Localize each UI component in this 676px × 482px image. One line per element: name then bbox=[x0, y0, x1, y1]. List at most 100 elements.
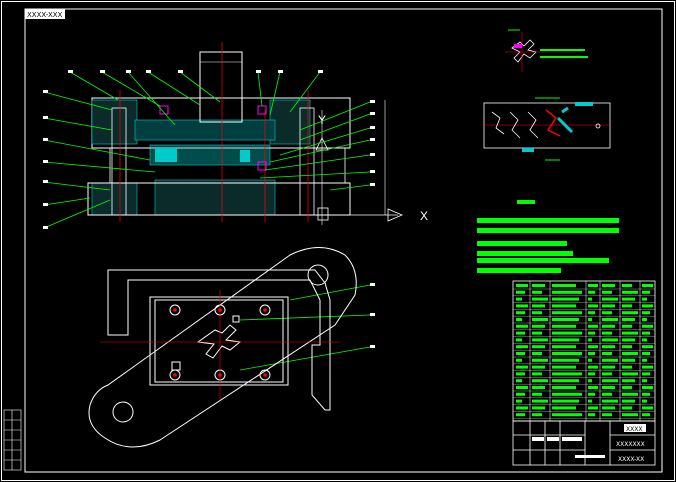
parts-list-cell bbox=[516, 284, 528, 287]
parts-list-cell bbox=[516, 392, 525, 396]
parts-list-cell bbox=[622, 297, 635, 301]
parts-list-cell bbox=[516, 318, 522, 321]
parts-list-cell bbox=[622, 386, 632, 389]
parts-list-cell bbox=[602, 304, 615, 308]
parts-list-cell bbox=[532, 284, 545, 287]
parts-list-cell bbox=[532, 304, 545, 308]
parts-list-cell bbox=[552, 311, 582, 315]
title-block-fill-3 bbox=[562, 437, 582, 441]
binding-strip bbox=[3, 409, 22, 471]
parts-list-cell bbox=[642, 311, 650, 315]
parts-list-cell bbox=[588, 345, 598, 349]
parts-list-cell bbox=[588, 358, 592, 362]
parts-list-cell bbox=[642, 399, 647, 403]
parts-list-cell bbox=[642, 358, 647, 362]
parts-list-cell bbox=[552, 331, 582, 335]
parts-list-cell bbox=[532, 399, 548, 403]
parts-list-cell bbox=[622, 290, 638, 294]
parts-list-cell bbox=[588, 311, 595, 315]
parts-list-cell bbox=[516, 413, 525, 417]
parts-list-cell bbox=[532, 338, 548, 342]
parts-list-cell bbox=[532, 372, 542, 376]
parts-list-cell bbox=[622, 304, 632, 308]
parts-list-cell bbox=[602, 324, 615, 328]
parts-list-cell bbox=[516, 372, 525, 376]
parts-list-cell bbox=[516, 324, 528, 328]
callout-marks bbox=[43, 70, 375, 348]
parts-list-cell bbox=[622, 352, 638, 355]
parts-list-cell bbox=[642, 318, 647, 321]
parts-list-cell bbox=[588, 318, 592, 321]
parts-list-cell bbox=[602, 379, 618, 383]
parts-list-cell bbox=[622, 399, 635, 403]
parts-list-cell bbox=[552, 399, 579, 403]
parts-list-cell bbox=[602, 399, 618, 403]
parts-list-cell bbox=[602, 352, 612, 355]
parts-list-cell bbox=[602, 338, 618, 342]
parts-list-cell bbox=[516, 331, 525, 335]
parts-list-cell bbox=[602, 290, 612, 294]
parts-list-cell bbox=[532, 413, 542, 417]
parts-list-cell bbox=[552, 352, 582, 355]
parts-list-cell bbox=[516, 311, 525, 315]
parts-list-cell bbox=[602, 318, 618, 321]
parts-list-cell bbox=[602, 331, 612, 335]
parts-list-cell bbox=[552, 324, 576, 328]
parts-list-cell bbox=[602, 297, 618, 301]
parts-list-cell bbox=[602, 358, 618, 362]
parts-list-cell bbox=[532, 331, 542, 335]
parts-list-cell bbox=[622, 338, 635, 342]
inner-frame bbox=[24, 8, 663, 473]
parts-list-cell bbox=[552, 358, 579, 362]
parts-list-cell bbox=[642, 297, 647, 301]
parts-list-cell bbox=[642, 406, 653, 410]
parts-list-cell bbox=[532, 318, 548, 321]
parts-list-cell bbox=[552, 338, 579, 342]
parts-list-cell bbox=[532, 392, 542, 396]
parts-list-cell bbox=[588, 386, 598, 389]
parts-list-cell bbox=[622, 379, 635, 383]
axis-label-x: X bbox=[420, 209, 428, 223]
parts-list-cell bbox=[532, 345, 545, 349]
parts-list-cell bbox=[552, 304, 576, 308]
parts-list-cell bbox=[552, 406, 576, 410]
plan-centerlines bbox=[100, 290, 340, 400]
parts-list-cell bbox=[552, 345, 576, 349]
parts-list-cell bbox=[552, 365, 576, 369]
parts-list-cell bbox=[602, 372, 612, 376]
parts-list-cell bbox=[532, 358, 548, 362]
parts-list-cell bbox=[588, 304, 598, 308]
parts-list-cell bbox=[552, 379, 579, 383]
parts-list-cell bbox=[552, 290, 582, 294]
parts-list-cell bbox=[552, 392, 582, 396]
parts-list-cell bbox=[516, 338, 522, 342]
parts-list-cell bbox=[532, 406, 545, 410]
section-view bbox=[87, 42, 404, 225]
title-block-fill-4 bbox=[575, 455, 605, 458]
parts-list-cell bbox=[588, 379, 592, 383]
parts-list-cell bbox=[516, 345, 528, 349]
parts-list-cell bbox=[532, 290, 542, 294]
axis-label-y: Y bbox=[318, 113, 326, 127]
parts-list-cell bbox=[642, 379, 647, 383]
parts-list-cell bbox=[588, 284, 598, 287]
parts-list-cell bbox=[516, 297, 522, 301]
parts-list-cell bbox=[516, 379, 522, 383]
parts-list-cell bbox=[552, 386, 576, 389]
parts-list-cell bbox=[622, 372, 638, 376]
parts-list-cell bbox=[622, 318, 635, 321]
parts-list-cell bbox=[516, 365, 528, 369]
parts-list-cell bbox=[602, 345, 615, 349]
parts-list-cell bbox=[552, 284, 576, 287]
parts-list-cell bbox=[588, 352, 595, 355]
parts-list-cell bbox=[532, 352, 542, 355]
parts-list-cell bbox=[552, 297, 579, 301]
parts-list-cell bbox=[642, 386, 653, 389]
parts-list-cell bbox=[588, 290, 595, 294]
parts-list-cell bbox=[602, 386, 615, 389]
parts-list-cell bbox=[602, 392, 612, 396]
parts-list-cell bbox=[602, 311, 612, 315]
parts-list-cell bbox=[642, 413, 650, 417]
parts-list-cell bbox=[552, 413, 582, 417]
